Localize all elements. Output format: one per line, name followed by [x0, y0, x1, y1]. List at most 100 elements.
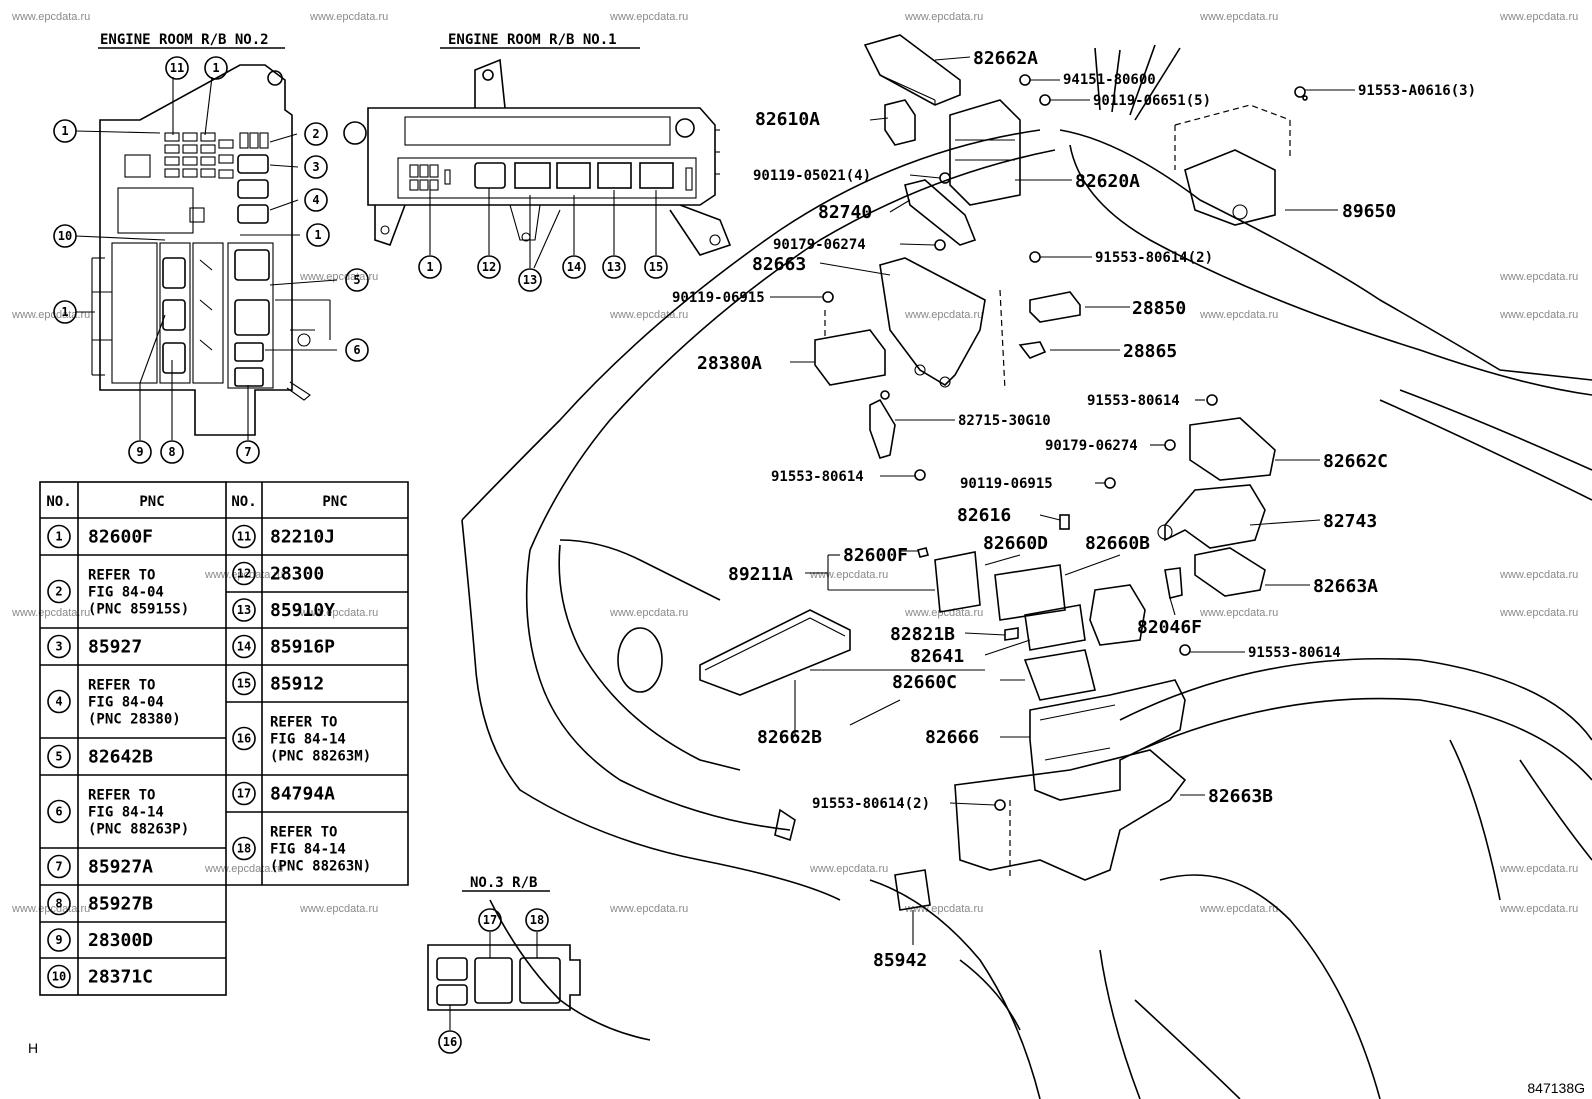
row-pnc: FIG 84-04	[88, 585, 164, 601]
part-label-91553-80614-2: 91553-80614(2)	[812, 796, 930, 812]
part-label-82660D: 82660D	[983, 533, 1048, 554]
row-pnc: (PNC 85915S)	[88, 602, 189, 618]
row-pnc: FIG 84-14	[270, 732, 346, 748]
callout-13: 13	[602, 255, 626, 279]
row-number-circle	[47, 634, 71, 659]
rb2-title: ENGINE ROOM R/B NO.2	[100, 32, 269, 48]
watermark: www.epcdata.ru	[1199, 607, 1278, 619]
part-label-82662C: 82662C	[1323, 451, 1388, 472]
row-pnc: 85910Y	[270, 600, 335, 621]
callout-1: 1	[204, 56, 228, 80]
rb3-title: NO.3 R/B	[470, 875, 537, 891]
part-label-91553-A0616: 91553-A0616(3)	[1358, 83, 1476, 99]
part-label-91553-80614-2: 91553-80614(2)	[1095, 250, 1213, 266]
part-label-82662B: 82662B	[757, 727, 822, 748]
callouts: 11 1 1 2 3 4 1 10 5 1 6 9 8 7 1 12 13 14…	[53, 56, 668, 1054]
watermark: www.epcdata.ru	[1499, 309, 1578, 321]
callout-16: 16	[438, 1030, 462, 1054]
svg-text:13: 13	[607, 260, 621, 274]
watermarks: www.epcdata.ru www.epcdata.ru www.epcdat…	[11, 11, 1578, 915]
row-number: 14	[237, 640, 251, 654]
callout-10: 10	[53, 224, 77, 248]
row-pnc: 28300D	[88, 930, 153, 951]
watermark: www.epcdata.ru	[904, 607, 983, 619]
callout-15: 15	[644, 255, 668, 279]
row-pnc: 85927	[88, 637, 142, 658]
svg-text:8: 8	[168, 445, 175, 459]
row-number: 8	[55, 897, 62, 911]
watermark: www.epcdata.ru	[609, 903, 688, 915]
row-number-circle	[47, 928, 71, 952]
callout-1: 1	[53, 119, 77, 143]
row-number: 1	[55, 530, 62, 544]
part-label-28850: 28850	[1132, 298, 1186, 319]
watermark: www.epcdata.ru	[1499, 11, 1578, 23]
row-pnc: REFER TO	[270, 825, 337, 841]
row-number-circle	[47, 524, 71, 549]
row-number: 10	[52, 970, 66, 984]
watermark: www.epcdata.ru	[299, 607, 378, 619]
part-label-90119-06915: 90119-06915	[960, 476, 1053, 492]
watermark: www.epcdata.ru	[1199, 11, 1278, 23]
row-number-circle	[47, 891, 71, 916]
row-number: 12	[237, 567, 251, 581]
callout-4: 4	[304, 188, 328, 212]
row-number-circle	[232, 781, 256, 806]
watermark: www.epcdata.ru	[204, 569, 283, 581]
part-label-91553-80614: 91553-80614	[771, 469, 864, 485]
row-pnc: 85916P	[270, 637, 335, 658]
watermark: www.epcdata.ru	[609, 309, 688, 321]
callout-3: 3	[304, 155, 328, 179]
row-pnc: 85927B	[88, 894, 153, 915]
row-pnc: 28371C	[88, 967, 153, 988]
part-label-91553-80614: 91553-80614	[1087, 393, 1180, 409]
figure-code: 847138G	[1527, 1080, 1585, 1096]
part-label-91553-80614: 91553-80614	[1248, 645, 1341, 661]
part-label-82616: 82616	[957, 505, 1011, 526]
svg-text:14: 14	[567, 260, 581, 274]
row-number: 11	[237, 530, 251, 544]
part-label-89650: 89650	[1342, 201, 1396, 222]
watermark: www.epcdata.ru	[1499, 607, 1578, 619]
row-number: 16	[237, 732, 251, 746]
callout-1: 1	[306, 223, 330, 247]
row-pnc: 84794A	[270, 784, 335, 805]
row-pnc: REFER TO	[88, 788, 155, 804]
callout-12: 12	[477, 255, 501, 279]
svg-text:3: 3	[312, 160, 319, 174]
row-number: 2	[55, 585, 62, 599]
row-number: 18	[237, 842, 251, 856]
part-label-90179-06274: 90179-06274	[773, 237, 866, 253]
part-label-89211A: 89211A	[728, 564, 793, 585]
part-label-82740: 82740	[818, 202, 872, 223]
row-number: 4	[55, 695, 62, 709]
watermark: www.epcdata.ru	[299, 271, 378, 283]
svg-text:15: 15	[649, 260, 663, 274]
svg-text:12: 12	[482, 260, 496, 274]
svg-text:1: 1	[314, 228, 321, 242]
row-number-circle	[232, 524, 256, 549]
row-number: 5	[55, 750, 62, 764]
watermark: www.epcdata.ru	[299, 903, 378, 915]
part-label-82666: 82666	[925, 727, 979, 748]
row-number-circle	[47, 799, 71, 824]
part-label-82715-30G10: 82715-30G10	[958, 413, 1051, 429]
callout-1: 1	[418, 255, 442, 279]
row-number: 3	[55, 640, 62, 654]
svg-text:17: 17	[483, 913, 497, 927]
svg-text:1: 1	[61, 305, 68, 319]
row-pnc: (PNC 88263N)	[270, 859, 371, 875]
row-number: 13	[237, 603, 251, 617]
row-number-circle	[232, 726, 256, 751]
svg-text:1: 1	[426, 260, 433, 274]
rb1-title: ENGINE ROOM R/B NO.1	[448, 32, 617, 48]
watermark: www.epcdata.ru	[11, 309, 90, 321]
row-number-circle	[232, 598, 256, 622]
part-label-82610A: 82610A	[755, 109, 820, 130]
relay-block-no1: ENGINE ROOM R/B NO.1	[343, 32, 732, 269]
part-label-28865: 28865	[1123, 341, 1177, 362]
callout-14: 14	[562, 255, 586, 279]
part-labels: 82662A 94151-80600 90119-06651(5) 91553-…	[672, 48, 1476, 971]
